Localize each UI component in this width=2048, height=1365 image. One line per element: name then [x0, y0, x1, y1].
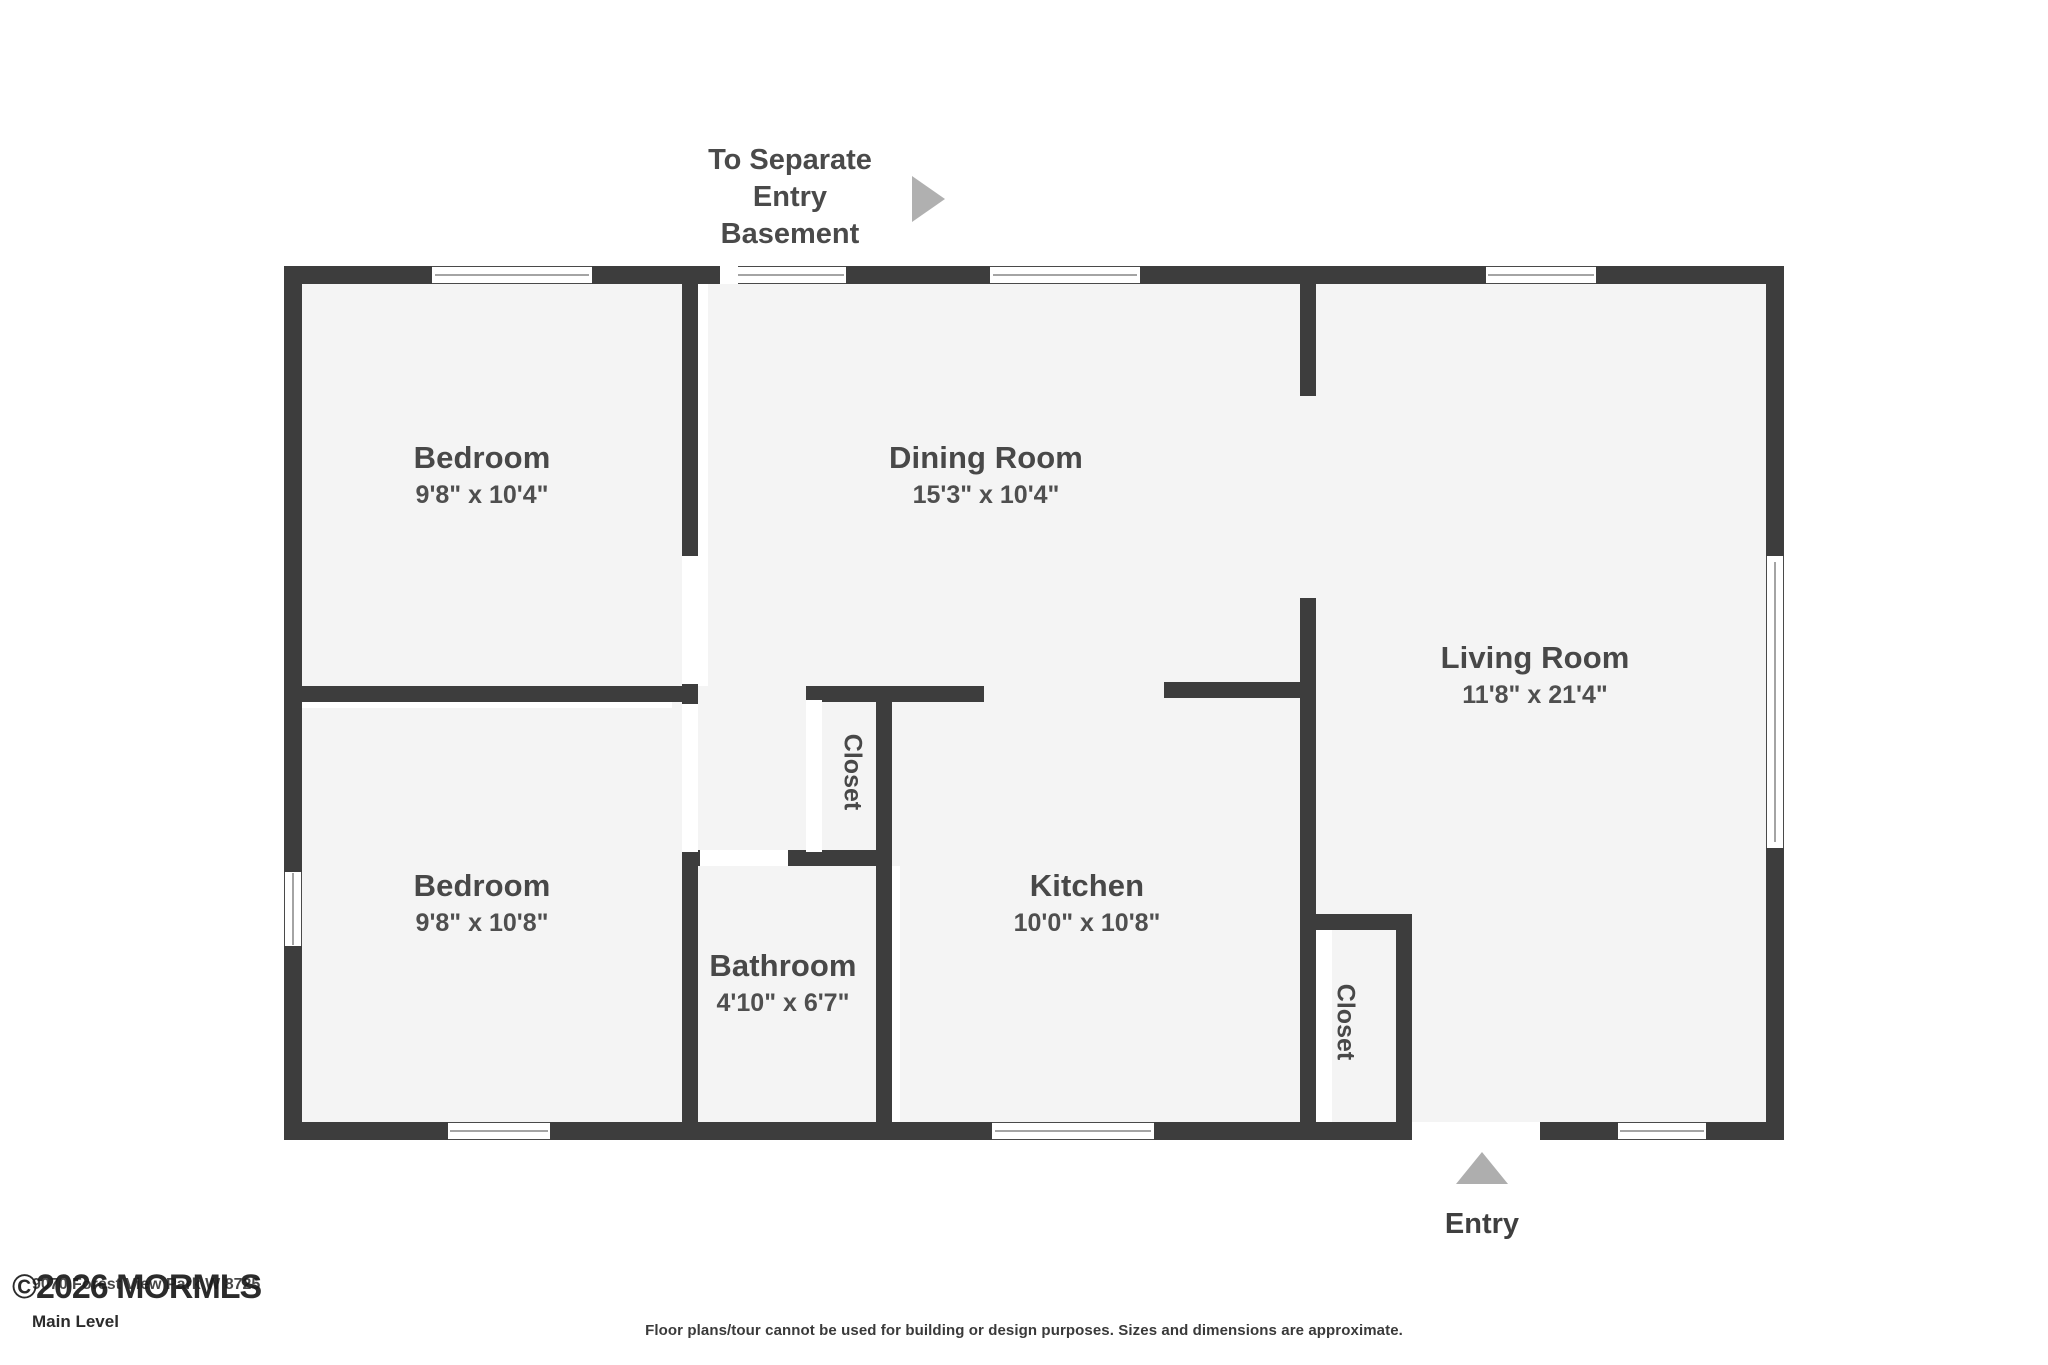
room-name: Dining Room [889, 440, 1083, 475]
window-bedroom-2-left [284, 872, 302, 946]
closet-hall-wall-right [876, 686, 892, 866]
closet-living-wall-top [1300, 914, 1412, 930]
basement-note-line-3: Basement [720, 218, 860, 251]
closet-hall-wall-bottom [806, 850, 892, 866]
room-fill-living-room [1308, 278, 1778, 1128]
room-dimensions: 9'8" x 10'8" [415, 908, 549, 937]
room-name: Kitchen [1029, 868, 1145, 903]
room-dimensions: 9'8" x 10'4" [415, 480, 549, 509]
level-label: Main Level [32, 1312, 119, 1331]
window-bedroom-2-bottom [448, 1122, 550, 1140]
door-opening-bedroom-1 [682, 556, 698, 684]
door-opening-closet-living [1316, 930, 1332, 1122]
closet-label-hall: Closet [838, 733, 867, 811]
entry-label: Entry [1444, 1208, 1520, 1240]
room-name: Bathroom [709, 948, 857, 983]
interior-wall-bedroom-divider-vertical [682, 266, 698, 1140]
disclaimer-text: Floor plans/tour cannot be used for buil… [645, 1322, 1403, 1339]
door-opening-basement-stairs [720, 266, 738, 284]
triangle-right-icon [912, 176, 945, 222]
closet-hall-wall-top [806, 686, 984, 702]
basement-note-line-1: To Separate [708, 144, 872, 176]
window-living-bottom [1618, 1122, 1706, 1140]
room-label-bedroom-1: Bedroom 9'8" x 10'4" [414, 440, 551, 510]
closet-label-living: Closet [1331, 983, 1360, 1061]
exterior-wall-left [284, 266, 302, 1140]
room-fill-living-room-upper [1308, 278, 1778, 398]
window-bedroom-1-top [432, 266, 592, 284]
room-label-bedroom-2: Bedroom 9'8" x 10'8" [414, 868, 551, 938]
door-opening-entry [1412, 1122, 1540, 1140]
interior-wall-dining-living-upper [1300, 266, 1316, 396]
room-label-dining-room: Dining Room 15'3" x 10'4" [889, 440, 1083, 510]
window-living-right [1766, 556, 1784, 848]
watermark-address: 9070 Forest View Park W 8725 [32, 1276, 261, 1293]
window-living-top [1486, 266, 1596, 284]
window-kitchen-bottom [992, 1122, 1154, 1140]
room-fill-bedroom-1 [292, 278, 690, 686]
interior-wall-bathroom-right [876, 850, 892, 1140]
window-dining-top-right [990, 266, 1140, 284]
window-dining-top-left [728, 266, 846, 284]
watermark-copyright: ©2026 MORMLS [12, 1268, 262, 1306]
triangle-up-icon [1456, 1152, 1508, 1184]
room-dimensions: 4'10" x 6'7" [716, 988, 850, 1017]
basement-entry-note: To Separate Entry Basement [708, 142, 872, 253]
room-dimensions: 11'8" x 21'4" [1462, 680, 1608, 709]
room-label-bathroom: Bathroom 4'10" x 6'7" [709, 948, 856, 1018]
room-fill-dining-room [708, 278, 1308, 686]
interior-wall-dining-kitchen [1164, 682, 1312, 698]
room-fill-bedroom-2 [292, 708, 690, 1128]
interior-wall-kitchen-living [1300, 598, 1316, 1138]
room-dimensions: 10'0" x 10'8" [1013, 908, 1161, 937]
basement-note-line-2: Entry [752, 181, 828, 214]
room-label-kitchen: Kitchen 10'0" x 10'8" [1014, 868, 1161, 938]
room-label-living-room: Living Room 11'8" x 21'4" [1441, 640, 1630, 710]
room-fill-bathroom [690, 862, 884, 1128]
door-opening-bathroom [700, 850, 788, 866]
room-name: Bedroom [413, 868, 551, 903]
room-name: Living Room [1440, 640, 1630, 675]
watermark-block: ©2026 MORMLS 9070 Forest View Park W 872… [12, 1268, 352, 1331]
door-opening-bedroom-2 [682, 704, 698, 852]
closet-living-wall-right [1396, 914, 1412, 1140]
room-dimensions: 15'3" x 10'4" [912, 480, 1060, 509]
room-name: Bedroom [413, 440, 551, 475]
room-fill-hallway [672, 686, 902, 866]
door-opening-closet-hall [806, 700, 822, 852]
room-fill-kitchen [900, 686, 1308, 1128]
interior-wall-between-bedrooms [284, 686, 698, 702]
